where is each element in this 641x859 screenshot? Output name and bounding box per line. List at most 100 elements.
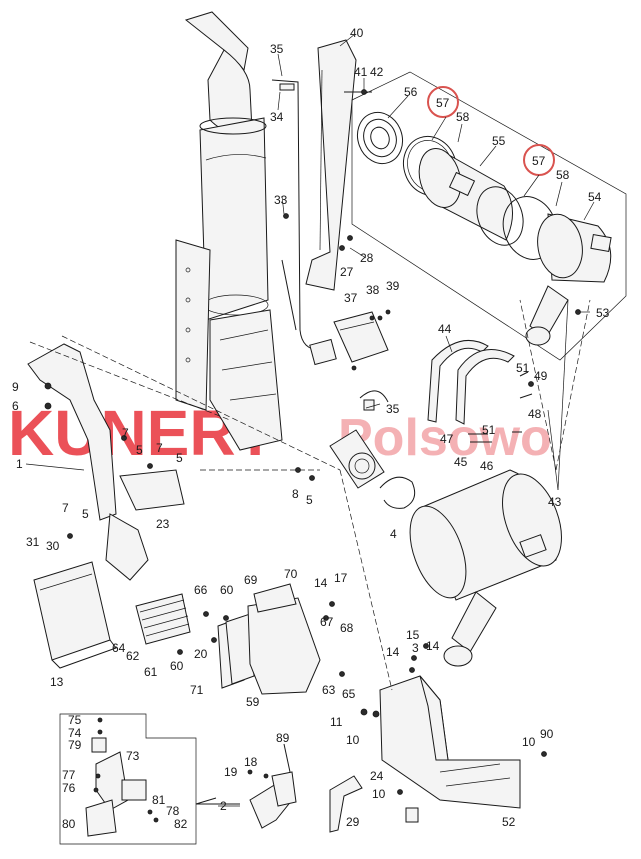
callout-7b[interactable]: 7 (156, 441, 163, 455)
callout-62[interactable]: 62 (126, 649, 140, 663)
callout-45[interactable]: 45 (454, 455, 468, 469)
callout-60b[interactable]: 60 (170, 659, 184, 673)
callout-56[interactable]: 56 (404, 85, 418, 99)
callout-34[interactable]: 34 (270, 110, 284, 124)
leader-lines (25, 33, 595, 807)
callout-65[interactable]: 65 (342, 687, 356, 701)
straps-44 (427, 339, 534, 443)
callout-79[interactable]: 79 (68, 738, 82, 752)
main-dpf-43 (379, 469, 562, 667)
callout-51a[interactable]: 51 (516, 361, 530, 375)
callout-58b[interactable]: 58 (556, 168, 570, 182)
callout-1[interactable]: 1 (16, 457, 23, 471)
callout-40[interactable]: 40 (350, 26, 364, 40)
callout-70[interactable]: 70 (284, 567, 298, 581)
callout-68[interactable]: 68 (340, 621, 354, 635)
callout-46[interactable]: 46 (480, 459, 494, 473)
callout-59[interactable]: 59 (246, 695, 260, 709)
callout-4[interactable]: 4 (390, 527, 397, 541)
callout-67[interactable]: 67 (320, 615, 334, 629)
callout-51b[interactable]: 51 (482, 423, 496, 437)
callout-47[interactable]: 47 (440, 432, 454, 446)
callout-74[interactable]: 74 (68, 726, 82, 740)
callout-7c[interactable]: 7 (62, 501, 69, 515)
callout-81[interactable]: 81 (152, 793, 166, 807)
callout-14b[interactable]: 14 (386, 645, 400, 659)
callout-75[interactable]: 75 (68, 713, 82, 727)
callout-10c[interactable]: 10 (372, 787, 386, 801)
bracket-arm (27, 343, 185, 581)
callout-3[interactable]: 3 (412, 641, 419, 655)
callout-77[interactable]: 77 (62, 768, 76, 782)
callout-2[interactable]: 2 (220, 799, 227, 813)
callout-5b[interactable]: 5 (176, 451, 183, 465)
callout-14a[interactable]: 14 (314, 576, 328, 590)
callout-44[interactable]: 44 (438, 322, 452, 336)
callout-39[interactable]: 39 (386, 279, 400, 293)
callout-13[interactable]: 13 (50, 675, 64, 689)
callout-41[interactable]: 41 (354, 65, 368, 79)
callout-63[interactable]: 63 (322, 683, 336, 697)
callout-66[interactable]: 66 (194, 583, 208, 597)
callout-9[interactable]: 9 (12, 380, 19, 394)
callout-49[interactable]: 49 (534, 369, 548, 383)
callout-8[interactable]: 8 (292, 487, 299, 501)
callout-80[interactable]: 80 (62, 817, 76, 831)
callout-78[interactable]: 78 (166, 804, 180, 818)
callout-53[interactable]: 53 (596, 306, 610, 320)
callout-42[interactable]: 42 (370, 65, 384, 79)
flange-plate (329, 390, 389, 489)
callout-38[interactable]: 38 (366, 283, 380, 297)
box-13 (33, 561, 117, 669)
dpf-exploded-group (351, 71, 627, 361)
callout-64[interactable]: 64 (112, 641, 126, 655)
callout-60a[interactable]: 60 (220, 583, 234, 597)
callout-6[interactable]: 6 (12, 399, 19, 413)
callout-19[interactable]: 19 (224, 765, 238, 779)
callout-37[interactable]: 37 (344, 291, 358, 305)
callout-15[interactable]: 15 (406, 628, 420, 642)
callout-82[interactable]: 82 (174, 817, 188, 831)
callout-11[interactable]: 11 (330, 715, 343, 729)
callout-27[interactable]: 27 (340, 265, 354, 279)
callout-10b[interactable]: 10 (522, 735, 536, 749)
callout-14c[interactable]: 14 (426, 639, 440, 653)
callout-23[interactable]: 23 (156, 517, 170, 531)
callout-10a[interactable]: 10 (346, 733, 360, 747)
callout-76[interactable]: 76 (62, 781, 76, 795)
callout-29[interactable]: 29 (346, 815, 360, 829)
callout-43[interactable]: 43 (548, 495, 562, 509)
callout-73[interactable]: 73 (126, 749, 140, 763)
callout-54[interactable]: 54 (588, 190, 602, 204)
callout-28[interactable]: 28 (360, 251, 374, 265)
highlight-circle-57a (427, 86, 459, 118)
callout-52[interactable]: 52 (502, 815, 516, 829)
callout-30[interactable]: 30 (46, 539, 60, 553)
callout-17[interactable]: 17 (334, 571, 348, 585)
callout-5a[interactable]: 5 (136, 443, 143, 457)
callout-18[interactable]: 18 (244, 755, 258, 769)
callout-7a[interactable]: 7 (122, 426, 129, 440)
callout-57a[interactable]: 57 (436, 96, 450, 110)
callout-57b[interactable]: 57 (532, 154, 546, 168)
callout-31[interactable]: 31 (26, 535, 40, 549)
module-37 (333, 311, 389, 371)
callout-58a[interactable]: 58 (456, 110, 470, 124)
callout-35a[interactable]: 35 (270, 42, 284, 56)
callout-55[interactable]: 55 (492, 134, 506, 148)
callout-33[interactable]: 33 (274, 193, 288, 207)
callout-71[interactable]: 71 (190, 683, 204, 697)
callout-24[interactable]: 24 (370, 769, 384, 783)
callout-5d[interactable]: 5 (82, 507, 89, 521)
callout-20[interactable]: 20 (194, 647, 208, 661)
callout-89[interactable]: 89 (276, 731, 290, 745)
sensor-wire (271, 79, 337, 366)
callout-90[interactable]: 90 (540, 727, 554, 741)
callout-61[interactable]: 61 (144, 665, 158, 679)
callout-69[interactable]: 69 (244, 573, 258, 587)
sensor-bracket-lower (247, 743, 363, 833)
callout-48[interactable]: 48 (528, 407, 542, 421)
callout-35b[interactable]: 35 (386, 402, 400, 416)
callout-5c[interactable]: 5 (306, 493, 313, 507)
